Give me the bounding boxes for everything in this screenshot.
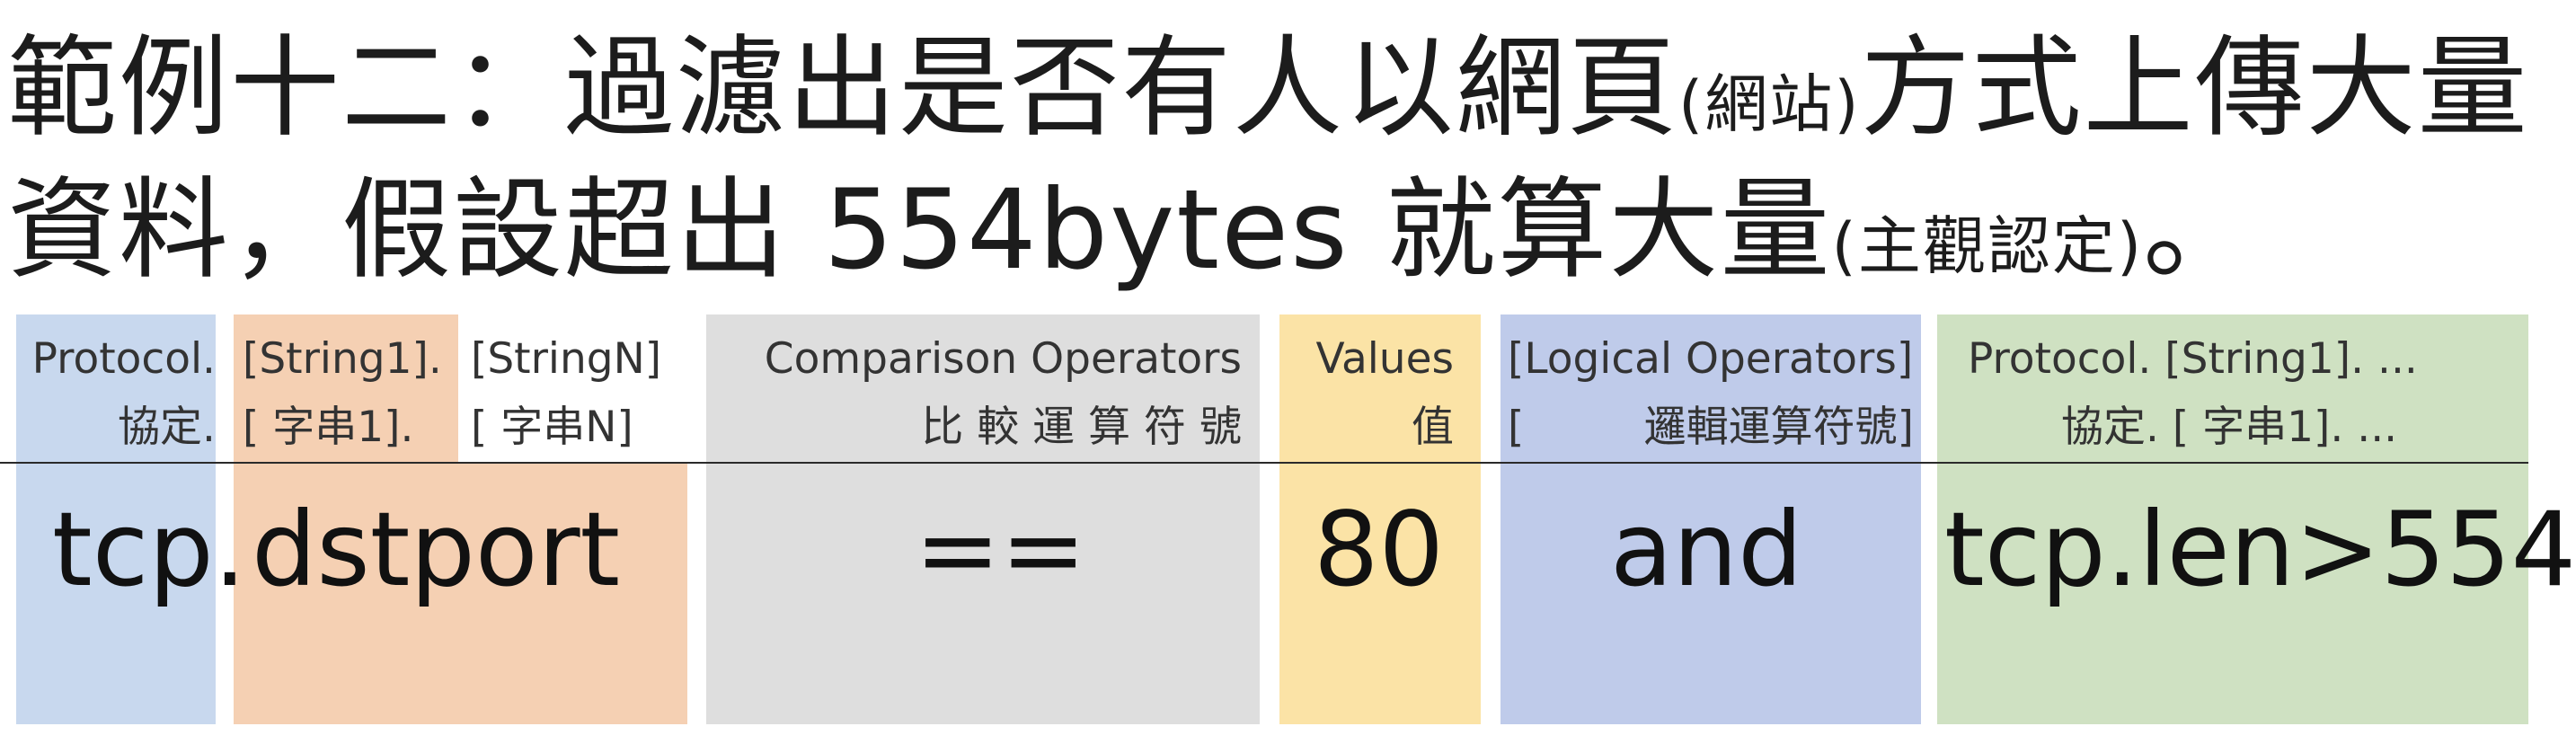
string1-block (234, 314, 458, 462)
title-line-1: 範例十二：過濾出是否有人以網頁(網站)方式上傳大量 (7, 24, 2529, 152)
protocol-header: Protocol. 協定. (31, 334, 216, 452)
values-block (1279, 314, 1481, 724)
logical-header-bracket: [ (1508, 403, 1525, 452)
logical-value: and (1610, 490, 1803, 609)
values-value: 80 (1314, 490, 1445, 609)
logical-header-zh: 邏輯運算符號] (1643, 403, 1914, 452)
slide-title: 範例十二：過濾出是否有人以網頁(網站)方式上傳大量 資料，假設超出 554byt… (7, 24, 2529, 309)
dstport-block (234, 462, 687, 724)
title-line-2-paren: (主觀認定) (1831, 209, 2144, 283)
stringN-header: [StringN] [ 字串N] (471, 334, 662, 452)
string1-header: [String1]. [ 字串1]. (243, 334, 442, 452)
protocol2-value: tcp.len>554 (1944, 490, 2576, 609)
title-line-2: 資料，假設超出 554bytes 就算大量(主觀認定)。 (7, 166, 2255, 294)
values-header: Values 值 (1315, 334, 1454, 452)
comparison-value: == (915, 490, 1087, 609)
title-line-1-paren: (網站) (1678, 67, 1861, 141)
comparison-block (706, 314, 1260, 724)
logical-block (1500, 314, 1921, 724)
protocol2-block (1937, 314, 2528, 724)
protocol-value: tcp. (52, 490, 246, 609)
comparison-header: Comparison Operators 比 較 運 算 符 號 (764, 334, 1242, 452)
logical-header: [Logical Operators] [ 邏輯運算符號] (1508, 325, 1917, 462)
string1-value: dstport (252, 490, 621, 609)
protocol-block (16, 314, 216, 724)
protocol2-header: Protocol. [String1]. ... 協定. [ 字串1]. ... (1968, 334, 2418, 452)
header-divider (0, 462, 2528, 464)
